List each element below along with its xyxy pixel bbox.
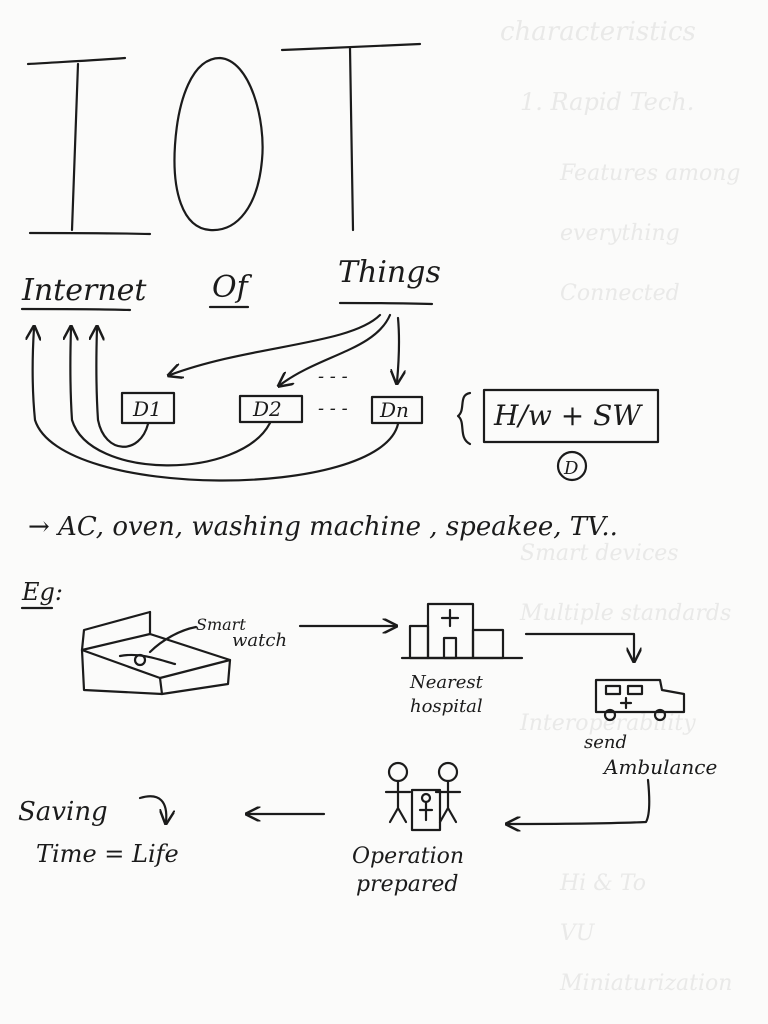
device-d1: D1 <box>120 391 176 425</box>
hospital-label-line1: Nearest <box>409 672 484 693</box>
word-things: Things <box>338 255 441 290</box>
arrow-saving-curl <box>138 795 166 822</box>
hospital-label-line2: hospital <box>410 696 483 717</box>
svg-text:1. Rapid Tech.: 1. Rapid Tech. <box>520 88 694 116</box>
eg-label: Eg: <box>21 578 63 606</box>
device-d2: D2 <box>238 394 304 424</box>
bed-sketch <box>80 610 232 696</box>
svg-text:everything: everything <box>560 221 680 246</box>
hw-sw-box <box>482 388 660 444</box>
circled-d <box>556 450 588 482</box>
examples-line: → AC, oven, washing machine , speakee, T… <box>28 512 618 542</box>
watch-label: watch <box>232 630 287 651</box>
svg-text:Hi & To: Hi & To <box>559 871 646 896</box>
arrow-hospital-to-ambulance <box>524 632 634 660</box>
hw-sw-text: H/w + SW <box>493 399 643 432</box>
saving-label: Saving <box>18 797 108 827</box>
watch-pointer <box>148 625 198 654</box>
arrow-ambulance-to-operation <box>508 778 651 824</box>
ambulance-label: Ambulance <box>602 755 717 779</box>
devices-to-internet-arrows <box>33 328 400 482</box>
bleed-through-text: characteristics 1. Rapid Tech. Features … <box>500 17 741 996</box>
word-internet: Internet <box>21 273 147 308</box>
title-letter-i: I <box>59 142 65 153</box>
operation-label-line2: prepared <box>356 872 458 897</box>
svg-text:Multiple standards: Multiple standards <box>519 601 731 626</box>
svg-text:VU: VU <box>560 921 596 946</box>
hospital-sketch <box>400 602 524 660</box>
smart-label: Smart <box>196 615 246 634</box>
device-dn: Dn <box>370 395 424 425</box>
operation-sketch <box>384 761 462 832</box>
svg-text:Connected: Connected <box>560 281 680 306</box>
svg-text:Smart devices: Smart devices <box>520 541 679 566</box>
device-dots-middle: - - - <box>318 398 348 419</box>
operation-label-line1: Operation <box>352 844 464 869</box>
time-equals-life: Time = Life <box>36 840 179 868</box>
svg-text:D2: D2 <box>252 397 282 421</box>
svg-text:D1: D1 <box>132 397 162 421</box>
curly-brace <box>456 391 472 446</box>
things-to-devices-arrows <box>170 313 399 385</box>
send-label: send <box>584 732 627 753</box>
title-letter-o: O <box>210 142 218 153</box>
svg-text:characteristics: characteristics <box>500 17 696 47</box>
underline-internet <box>20 307 132 312</box>
underline-things <box>338 301 434 306</box>
circled-d-letter: D <box>563 458 579 479</box>
svg-text:Features among: Features among <box>559 161 741 186</box>
device-dots-top: - - - <box>318 366 348 387</box>
iot-title <box>26 42 422 236</box>
svg-text:Miniaturization: Miniaturization <box>559 971 732 996</box>
ambulance-sketch <box>594 678 686 722</box>
word-of: Of <box>212 270 253 305</box>
svg-text:Dn: Dn <box>379 398 409 422</box>
svg-text:Interoperability: Interoperability <box>519 711 696 736</box>
